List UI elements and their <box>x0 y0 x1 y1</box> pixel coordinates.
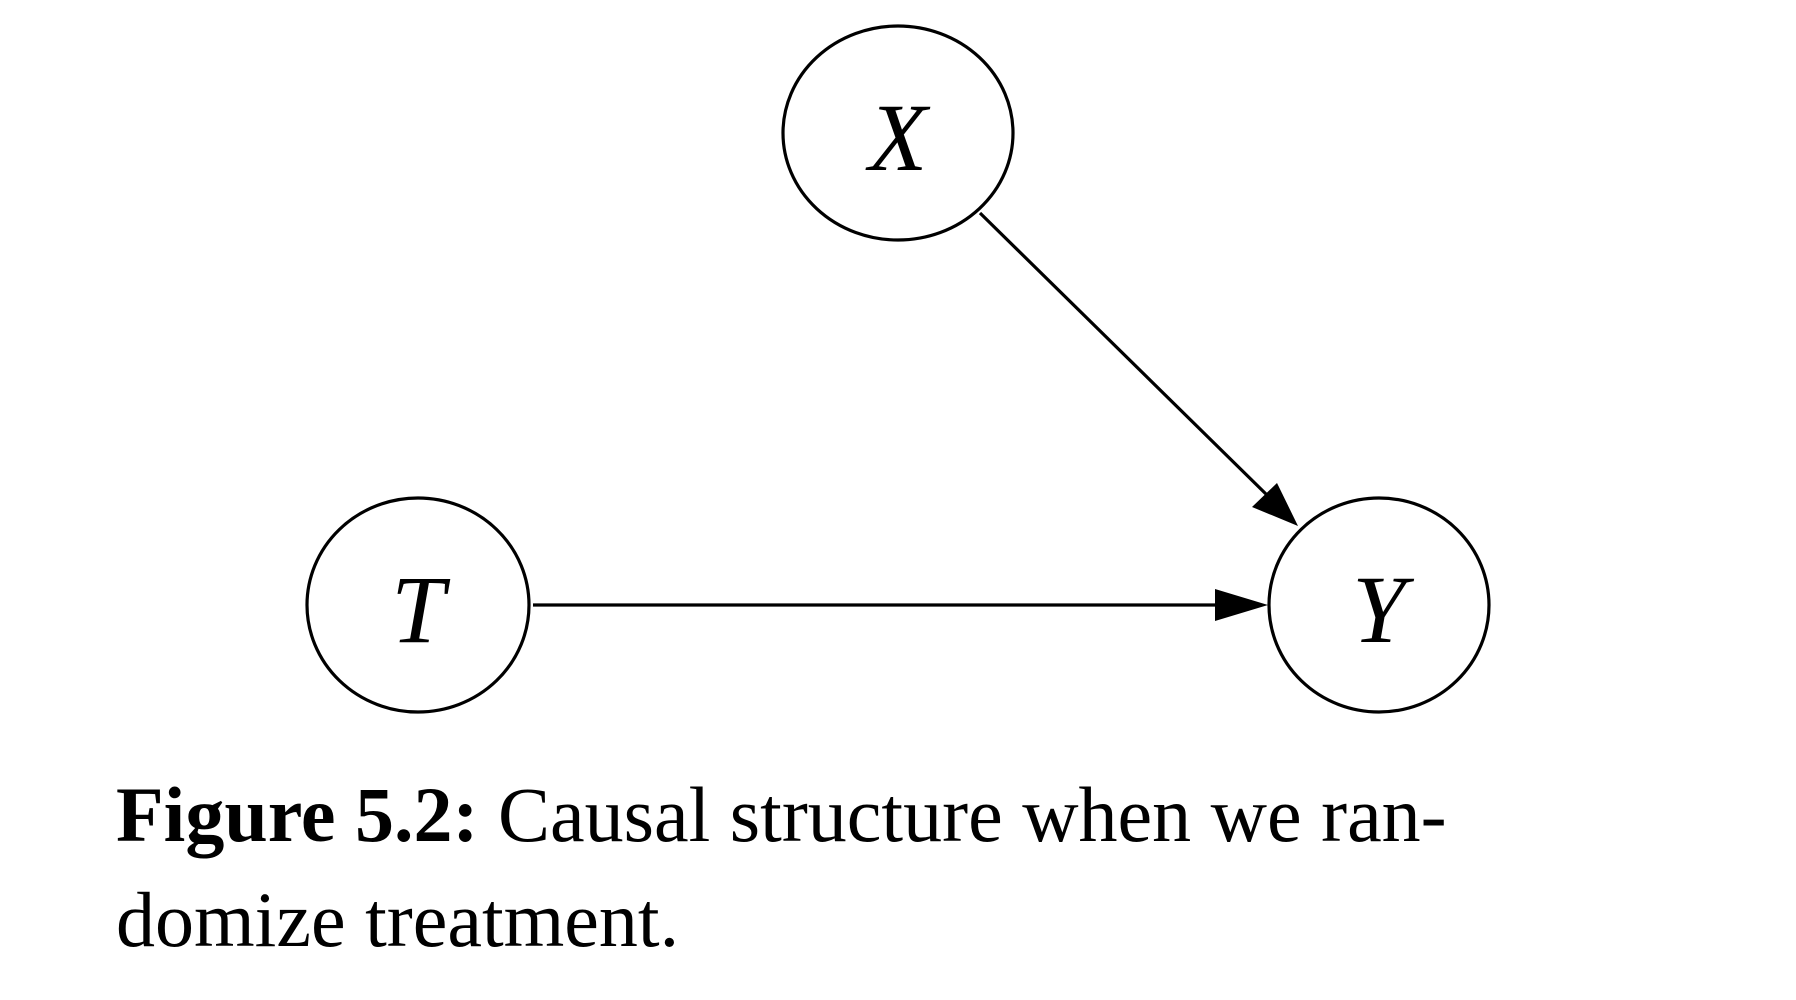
node-x: X <box>781 24 1015 242</box>
node-t: T <box>305 496 531 714</box>
node-y: Y <box>1267 496 1491 714</box>
caption-line-1: Figure 5.2: Causal structure when we ran… <box>116 762 1696 867</box>
arrowhead-t-to-y-icon <box>1215 589 1268 621</box>
node-y-label: Y <box>1352 556 1414 663</box>
edge-x-to-y <box>978 211 1298 526</box>
node-t-label: T <box>391 556 451 663</box>
caption-label: Figure 5.2: <box>116 771 479 858</box>
edge-t-to-y <box>533 589 1268 621</box>
caption-text-line-2: domize treatment. <box>116 876 680 963</box>
figure-caption: Figure 5.2: Causal structure when we ran… <box>116 762 1696 972</box>
arrowhead-x-to-y-icon <box>1252 483 1298 526</box>
caption-text-line-1: Causal structure when we ran- <box>498 771 1447 858</box>
node-x-label: X <box>865 84 931 191</box>
